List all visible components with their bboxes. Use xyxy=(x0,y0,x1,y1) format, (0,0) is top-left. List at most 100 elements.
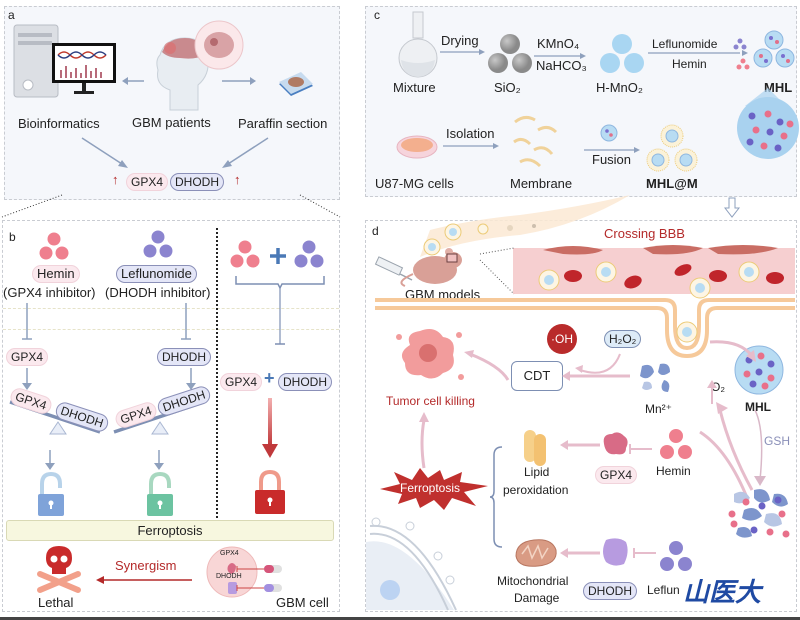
cdt-arrows xyxy=(464,350,630,381)
plus-icon: + xyxy=(264,368,275,388)
fusion-mhl-icon xyxy=(600,124,618,142)
brain-section-icon xyxy=(194,20,244,70)
ferroptosis-bar: Ferroptosis xyxy=(6,520,334,541)
paraffin-section-label: Paraffin section xyxy=(238,116,328,131)
h-mno2-label: H-MnO₂ xyxy=(596,80,643,95)
gpx4-lipid-arrow xyxy=(560,440,600,450)
synergism-arrow-icon xyxy=(96,576,192,584)
lipid-label-2: peroxidation xyxy=(503,483,569,497)
mito-label-2: Damage xyxy=(514,591,560,605)
lipid-icon xyxy=(524,430,546,466)
hemin-d-label: Hemin xyxy=(656,464,691,478)
u87-label: U87-MG cells xyxy=(375,176,454,191)
mixture-label: Mixture xyxy=(393,80,436,95)
drying-label: Drying xyxy=(441,33,479,48)
red-arrow-down-icon xyxy=(262,398,278,458)
panel-a-letter: a xyxy=(8,8,15,22)
cell-gpx4-label: GPX4 xyxy=(220,550,239,557)
oh-label: ·OH xyxy=(551,332,573,346)
up-arrow-left-icon: ↑ xyxy=(112,172,119,187)
pathway-arrows xyxy=(699,340,766,501)
isolation-label: Isolation xyxy=(446,126,495,141)
gsh-label: GSH xyxy=(764,434,791,448)
ferroptosis-star-icon xyxy=(380,468,488,510)
arrow-down-gpx4 xyxy=(22,368,32,390)
crossing-bbb-label: Crossing BBB xyxy=(604,226,685,241)
mhl-spheres-icon xyxy=(753,30,795,68)
panel-c xyxy=(365,6,797,197)
computer-icon xyxy=(13,24,116,98)
zoom-dotted-lines xyxy=(479,247,515,295)
gbm-cell-icon xyxy=(206,546,282,598)
sio2-label: SiO₂ xyxy=(494,80,521,95)
arrow-fusion xyxy=(584,147,640,153)
watermark-logo: 山医大 xyxy=(683,578,762,608)
hydroxyl-radical-badge: ·OH xyxy=(547,324,577,354)
fusion-label: Fusion xyxy=(592,152,632,167)
panel-d-letter: d xyxy=(372,224,379,238)
cdt-label: CDT xyxy=(523,368,551,383)
unlocked-lock-green-icon xyxy=(147,471,173,516)
panel-c-letter: c xyxy=(374,8,380,22)
combo-spheres-icon xyxy=(230,240,324,268)
arrow-left-icon xyxy=(122,77,144,85)
dhodh-combo-tag: DHODH xyxy=(278,373,332,391)
dhodh-tag: DHODH xyxy=(170,173,224,191)
arrow-loading xyxy=(648,50,748,56)
h2o2-tag: H₂O₂ xyxy=(604,330,642,348)
mitochondria-icon xyxy=(515,539,557,567)
bracket-icon xyxy=(235,276,325,345)
membrane-band xyxy=(3,308,339,330)
arrow-diag-left-icon xyxy=(222,137,269,168)
hemin-spheres-icon xyxy=(39,232,69,260)
arrow-right-icon xyxy=(222,77,256,85)
paraffin-section-icon xyxy=(279,72,313,96)
gbm-patients-label: GBM patients xyxy=(132,115,211,130)
mn2-fragments-icon xyxy=(640,363,670,392)
arrow-drying xyxy=(440,49,485,55)
up-arrow-right-icon: ↑ xyxy=(234,172,241,187)
dhodh-tag-right: DHODH xyxy=(157,348,211,366)
cdt-box: CDT xyxy=(511,361,563,391)
bottom-rule xyxy=(0,617,800,620)
mhl-d-label: MHL xyxy=(745,400,771,414)
hollow-arrow-down-icon xyxy=(723,197,741,218)
arrow-isolation xyxy=(443,143,499,149)
gbm-cell-label: GBM cell xyxy=(276,595,329,610)
petri-dish-icon xyxy=(396,135,438,159)
mhl-magnified-icon xyxy=(737,88,799,159)
hemin-role-label: (GPX4 inhibitor) xyxy=(3,285,96,300)
membrane-label: Membrane xyxy=(510,176,573,191)
locked-lock-red-icon xyxy=(255,469,285,514)
panel-b-letter: b xyxy=(9,230,16,244)
circulation-trail xyxy=(420,195,630,257)
mito-label-1: Mitochondrial xyxy=(497,574,569,588)
leflunomide-mini-icon xyxy=(733,38,747,50)
syringe-icon xyxy=(374,256,413,281)
tumor-cell-killing-label: Tumor cell killing xyxy=(386,394,475,408)
leflunomide-spheres-icon xyxy=(143,230,173,258)
inhibit-line-leflunomide xyxy=(181,303,191,340)
skull-crossbones-icon xyxy=(37,546,81,593)
leflun-label: Leflun xyxy=(647,583,680,597)
nahco3-label: NaHCO₃ xyxy=(536,58,587,73)
leflunomide-tag: Leflunomide xyxy=(116,265,197,283)
leflunomide-c-label: Leflunomide xyxy=(652,37,718,51)
ferroptosis-bar-label: Ferroptosis xyxy=(137,523,203,538)
kmno4-label: KMnO₄ xyxy=(537,36,580,51)
cell-membrane-decor xyxy=(366,517,457,611)
mouse-icon xyxy=(400,248,462,287)
gpx4-combo-tag: GPX4 xyxy=(220,373,263,391)
gpx4-protein-icon xyxy=(603,432,628,455)
synergism-label: Synergism xyxy=(115,558,177,573)
arrow-diag-right-icon xyxy=(81,137,128,168)
membrane-fragments-icon xyxy=(513,115,558,168)
gpx4-tag: GPX4 xyxy=(126,173,169,191)
hemin-gpx4-inhibit xyxy=(629,444,652,454)
bbb-membrane xyxy=(375,298,795,359)
gpx4-d-tag: GPX4 xyxy=(595,466,638,484)
cell-dhodh-label: DHODH xyxy=(216,573,242,580)
unlocked-lock-blue-icon xyxy=(38,471,64,516)
leflunomide-role-label: (DHODH inhibitor) xyxy=(105,285,211,300)
flask-icon xyxy=(398,11,438,78)
